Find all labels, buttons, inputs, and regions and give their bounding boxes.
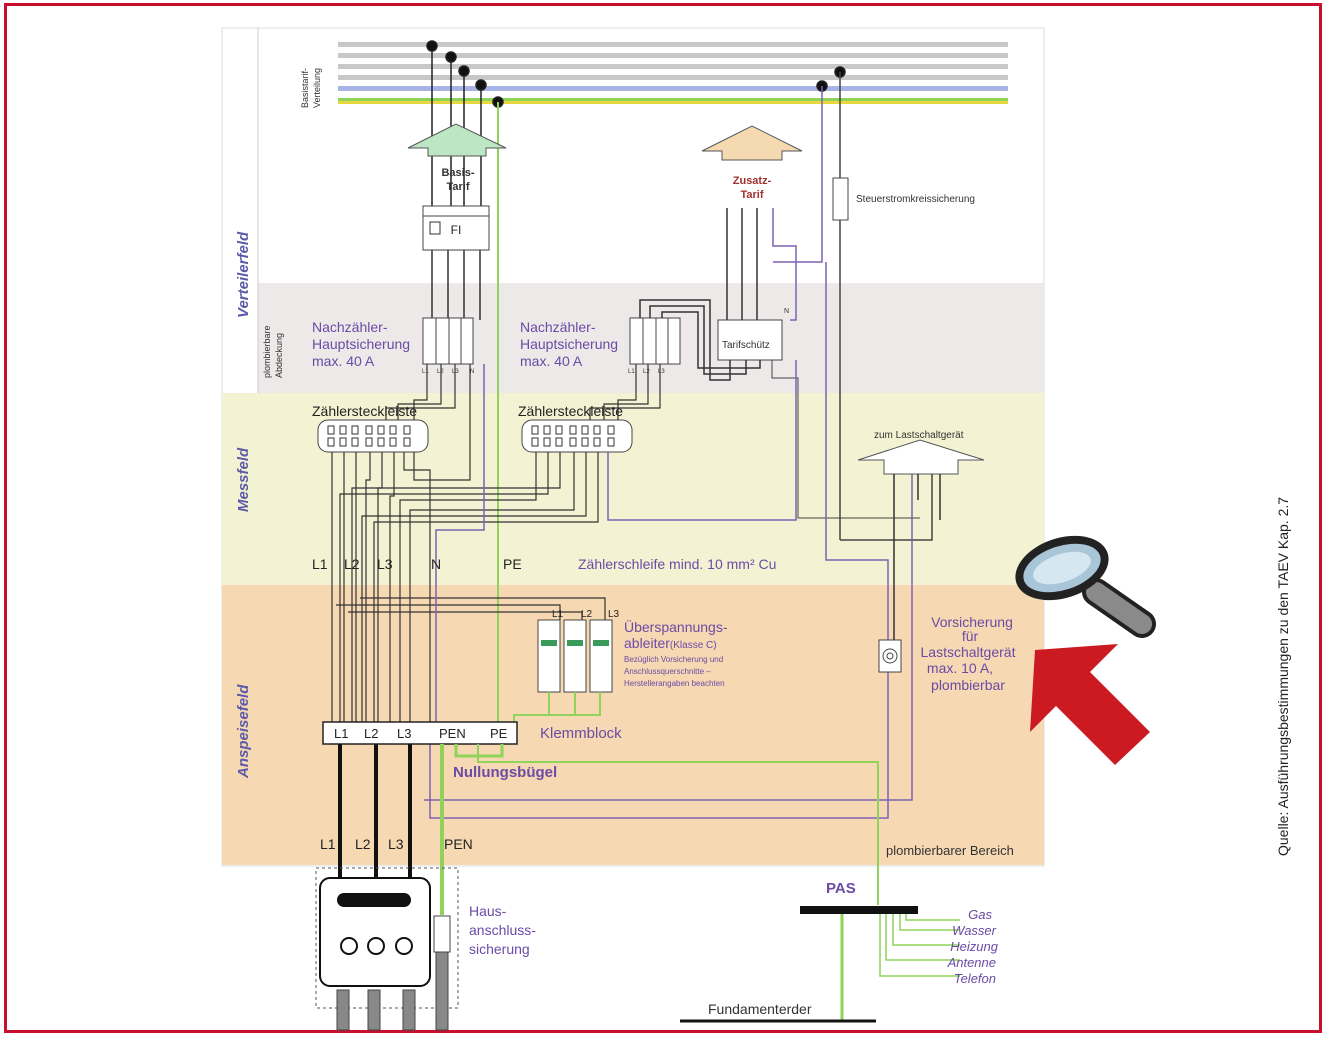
n-small-label: N — [784, 308, 789, 315]
plombierbare-line1: plombierbare — [262, 325, 272, 378]
pas-wasser: Wasser — [952, 923, 996, 938]
basis-tarif-line2: Tarif — [446, 181, 469, 193]
nachzaehler-1-line2: Hauptsicherung — [312, 336, 410, 352]
vorsicherung-line4: max. 10 A, — [927, 660, 993, 676]
svg-text:Abdeckung: Abdeckung — [274, 333, 284, 378]
zusatz-tarif-arrow — [701, 125, 803, 161]
pas-telefon: Telefon — [954, 971, 996, 986]
ueberspannung-note-2: Anschlussquerschnitte – — [624, 667, 711, 676]
basis-tarif-line1: Basis- — [441, 167, 474, 179]
mess-conductor-n: N — [431, 556, 441, 572]
fundamenterder-label: Fundamenterder — [708, 1001, 812, 1017]
fuse1-terminal-l1: L1 — [422, 369, 429, 375]
section-anspeisefeld: Anspeisefeld — [235, 684, 252, 779]
nachzaehler-fuse-2 — [629, 317, 681, 365]
wiring — [331, 364, 661, 726]
vorsicherung-line5: plombierbar — [931, 677, 1005, 693]
klemmblock — [322, 721, 518, 745]
mess-conductor-l2: L2 — [344, 556, 360, 572]
fuse2-terminal-l1: L1 — [628, 369, 635, 375]
hausanschluss-line1: Haus- — [469, 903, 507, 919]
pointer-arrow-icon — [1030, 644, 1150, 765]
fuse1-terminal-l2: L2 — [437, 369, 444, 375]
fuse1-terminal-l3: L3 — [452, 369, 459, 375]
zaehlerschleife-label: Zählerschleife mind. 10 mm² Cu — [578, 556, 776, 572]
mess-conductor-pe: PE — [503, 556, 522, 572]
klemm-l2: L2 — [364, 726, 378, 741]
nachzaehler-2-line3: max. 40 A — [520, 353, 583, 369]
vorsicherung-line1: Vorsicherung — [931, 614, 1013, 630]
diagram-frame — [4, 3, 1322, 1033]
pas-bar — [800, 906, 918, 914]
zaehlersteckleiste-2-label: Zählersteckleiste — [518, 403, 623, 419]
bottom-conductor-l1: L1 — [320, 836, 336, 852]
klemm-pen: PEN — [439, 726, 466, 741]
ueberspannung-note-1: Bezüglich Vorsicherung und — [624, 655, 723, 664]
section-verteilerfeld: Verteilerfeld — [235, 231, 252, 318]
nachzaehler-1-line1: Nachzähler- — [312, 319, 388, 335]
vorsicherung-line3: Lastschaltgerät — [921, 644, 1016, 660]
plombierbarer-bereich-label: plombierbarer Bereich — [886, 843, 1014, 858]
basis-tarif-arrow — [407, 123, 507, 157]
zusatz-tarif-line1: Zusatz- — [733, 175, 772, 187]
ueberspannung-note-3: Herstellerangaben beachten — [624, 679, 725, 688]
hausanschluss-line2: anschluss- — [469, 922, 536, 938]
bottom-conductor-pen: PEN — [444, 836, 473, 852]
vorsicherung-line2: für — [962, 628, 979, 644]
fuse2-terminal-l3: L3 — [658, 369, 665, 375]
svg-text:plombierbare: plombierbare — [262, 325, 272, 378]
basistarif-verteilung-line2: Verteilung — [312, 68, 322, 108]
nachzaehler-2-line1: Nachzähler- — [520, 319, 596, 335]
section-messfeld: Messfeld — [235, 447, 252, 512]
basistarif-label-1: Basistarif- — [300, 68, 310, 108]
mess-conductor-l3: L3 — [377, 556, 393, 572]
svg-text:ableiter(Klasse C): ableiter(Klasse C) — [624, 635, 717, 651]
hausanschluss-box — [315, 867, 459, 1009]
lastschaltgeraet-arrow — [857, 439, 985, 475]
zaehlersteckleiste-1-label: Zählersteckleiste — [312, 403, 417, 419]
nachzaehler-fuse-1 — [422, 317, 474, 365]
fi-label: FI — [451, 223, 462, 237]
klemm-l1: L1 — [334, 726, 348, 741]
bottom-conductor-l2: L2 — [355, 836, 371, 852]
busbars — [338, 42, 1008, 104]
plombierbare-line2: Abdeckung — [274, 333, 284, 378]
klemm-l3: L3 — [397, 726, 411, 741]
ueberspannung-klasse: (Klasse C) — [670, 640, 717, 651]
pas-label: PAS — [826, 880, 856, 897]
hausanschluss-line3: sicherung — [469, 941, 530, 957]
ueberspannung-line1: Überspannungs- — [624, 618, 728, 635]
basistarif-verteilung-line1: Basistarif- — [300, 68, 310, 108]
fuse2-terminal-l2: L2 — [643, 369, 650, 375]
lastschaltgeraet-label: zum Lastschaltgerät — [874, 430, 964, 441]
fi-switch — [422, 205, 490, 251]
zusatz-tarif-line2: Tarif — [740, 189, 763, 201]
svg-text:Verteilung: Verteilung — [312, 68, 322, 108]
nachzaehler-1-line3: max. 40 A — [312, 353, 375, 369]
vorsicherung-fuse — [878, 639, 902, 673]
steuerstrom-label: Steuerstromkreissicherung — [856, 194, 975, 205]
pas-antenne: Antenne — [947, 955, 996, 970]
nullungsbuegel-label: Nullungsbügel — [453, 764, 557, 781]
pas-gas: Gas — [968, 907, 992, 922]
arrester-terminal-l1: L1 — [552, 609, 564, 620]
klemmblock-label: Klemmblock — [540, 725, 622, 742]
arrester-terminal-l3: L3 — [608, 609, 620, 620]
arrester-terminal-l2: L2 — [581, 609, 593, 620]
tarifschuetz — [717, 319, 783, 361]
bottom-conductor-l3: L3 — [388, 836, 404, 852]
magnifier-icon[interactable] — [1007, 525, 1156, 638]
nachzaehler-2-line2: Hauptsicherung — [520, 336, 618, 352]
mess-conductor-l1: L1 — [312, 556, 328, 572]
klemm-pe: PE — [490, 726, 508, 741]
ueberspannung-line2: ableiter — [624, 635, 670, 651]
source-note: Quelle: Ausführungsbestimmungen zu den T… — [1275, 497, 1291, 856]
pas-heizung: Heizung — [950, 939, 998, 954]
fuse1-terminal-n: N — [470, 369, 474, 375]
tarifschuetz-label: Tarifschütz — [722, 340, 770, 351]
